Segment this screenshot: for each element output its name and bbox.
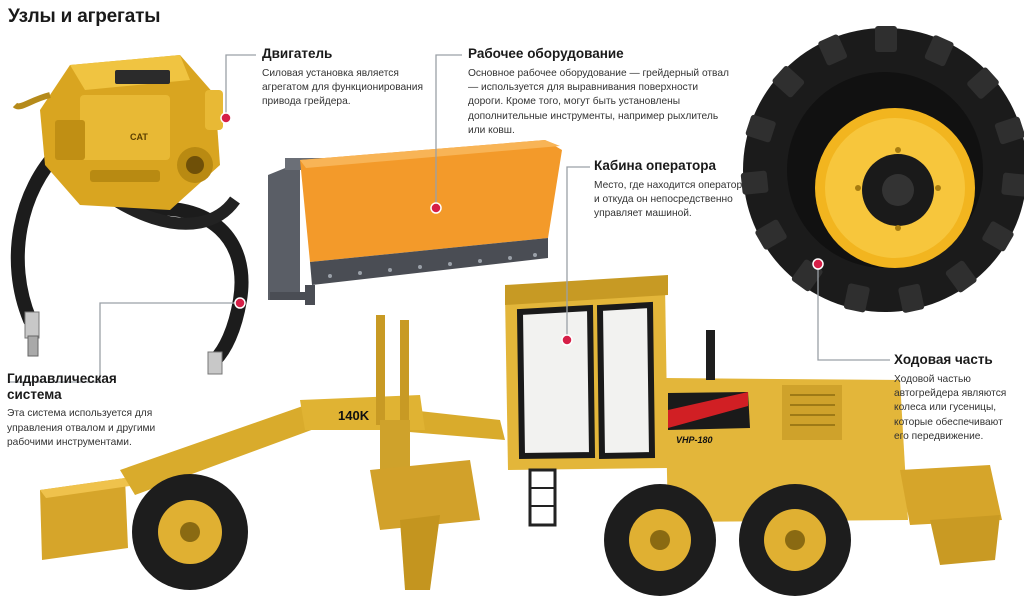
- callout-engine-heading: Двигатель: [262, 46, 333, 61]
- callout-hydraulics-text: Эта система используется для управления …: [7, 408, 156, 448]
- motor-grader-illustration: 140K VHP-180: [40, 275, 1002, 596]
- leader-chassis: [817, 264, 890, 361]
- callout-cabin-text: Место, где находится оператор и откуда о…: [594, 179, 743, 220]
- callout-hydraulics-heading: Гидравлическая система: [7, 371, 117, 402]
- leader-lines: [8, 54, 890, 383]
- callout-engine: Двигатель Силовая установка является агр…: [262, 46, 432, 110]
- engine-illustration: CAT: [10, 55, 249, 375]
- callout-equipment-heading: Рабочее оборудование: [468, 46, 624, 61]
- callout-equipment: Рабочее оборудование Основное рабочее об…: [468, 46, 736, 139]
- callout-equipment-text: Основное рабочее оборудование — грейдерн…: [468, 67, 729, 137]
- marker-hydraulics: [234, 297, 246, 309]
- marker-equipment: [430, 202, 442, 214]
- callout-cabin-heading: Кабина оператора: [594, 158, 717, 173]
- callout-chassis-heading: Ходовая часть: [894, 352, 993, 367]
- marker-chassis: [812, 258, 824, 270]
- marker-cabin: [561, 334, 573, 346]
- engine-brand-label: CAT: [130, 132, 148, 142]
- leader-cabin: [566, 166, 590, 340]
- callout-chassis: Ходовая часть Ходовой частью автогрейдер…: [894, 352, 1019, 445]
- model-label: 140K: [338, 408, 370, 423]
- callout-engine-text: Силовая установка является агрегатом для…: [262, 67, 424, 108]
- callout-cabin: Кабина оператора Место, где находится оп…: [594, 158, 744, 222]
- marker-engine: [220, 112, 232, 124]
- tire-illustration: [740, 26, 1024, 313]
- callout-markers: [220, 112, 824, 346]
- leader-equipment: [435, 54, 462, 208]
- callout-chassis-text: Ходовой частью автогрейдера являются кол…: [894, 373, 1007, 443]
- callout-hydraulics: Гидравлическая система Эта система испол…: [7, 371, 172, 450]
- grader-wheels: [132, 474, 851, 596]
- page-title: Узлы и агрегаты: [8, 6, 161, 27]
- leader-engine: [225, 54, 256, 118]
- leader-hydraulics: [8, 302, 240, 383]
- blade-illustration: [268, 140, 562, 305]
- body-label: VHP-180: [676, 435, 713, 445]
